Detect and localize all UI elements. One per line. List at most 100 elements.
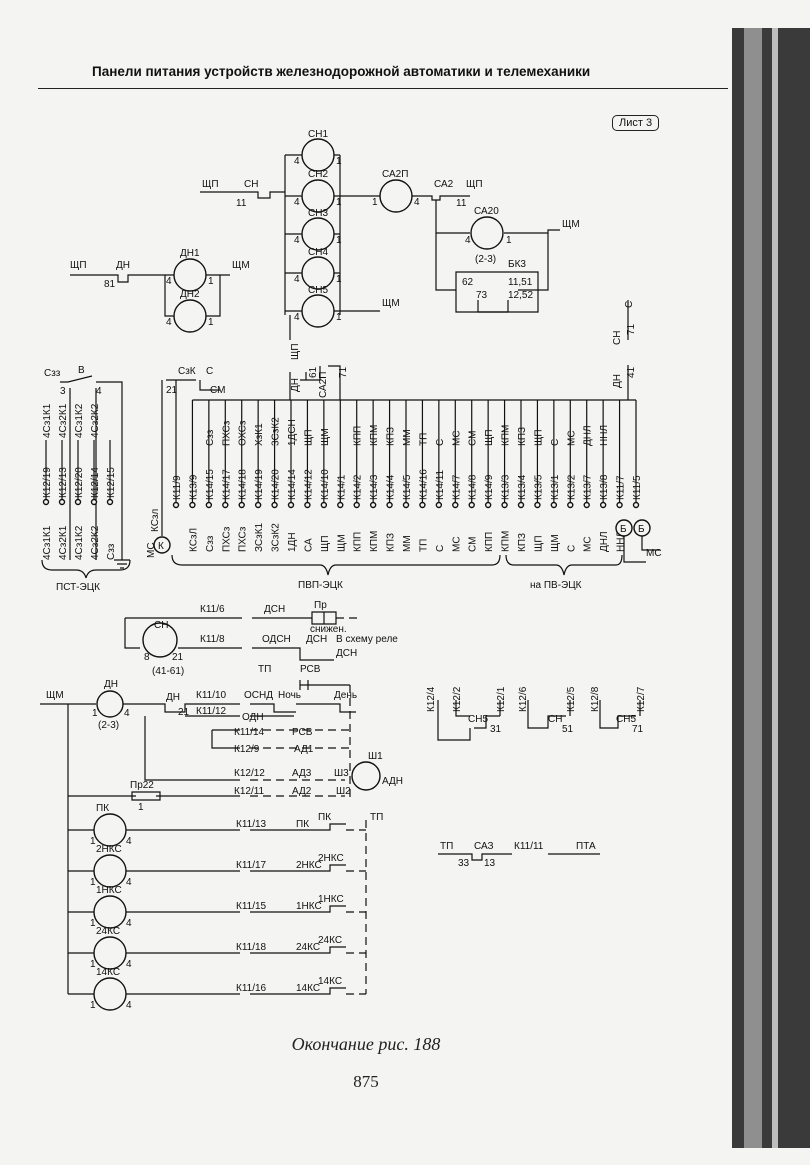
contact-label: ПК [296, 819, 309, 830]
terminal-label: МС [566, 430, 577, 446]
terminal-label: С [550, 439, 561, 446]
label: 3 [60, 386, 66, 397]
label: К11/11 [514, 841, 544, 852]
label: В [78, 365, 85, 376]
terminal-node [402, 501, 410, 509]
terminal-label: ТП [418, 433, 429, 446]
terminal-label: ЗСзК1 [254, 522, 265, 552]
terminal-node [287, 501, 295, 509]
label: К12/1 [496, 686, 507, 712]
relay-label: ПК [96, 803, 109, 814]
label: К12/4 [426, 686, 437, 712]
terminal-label: Сзз [205, 429, 216, 446]
terminal-brackets: ПСТ-ЭЦК ПВП-ЭЦК на ПВ-ЭЦК К КСзл МС Б Б … [41, 509, 662, 593]
pin: 4 [166, 276, 172, 287]
label: К12/11 [234, 786, 265, 797]
label: ОДН [242, 712, 264, 723]
terminal-label: КПЗ [517, 427, 528, 446]
terminal-node [468, 501, 475, 509]
terminal-label: С [566, 545, 577, 552]
header-rule [38, 88, 728, 89]
label: Б [620, 524, 627, 535]
terminal-number: К14/7 [451, 474, 462, 500]
pin: 8 [144, 652, 150, 663]
label: АД2 [292, 786, 312, 797]
terminal-number: К12/13 [58, 467, 69, 498]
terminal-number: К14/18 [238, 469, 249, 500]
terminal-label: С [435, 545, 446, 552]
label: 61 [308, 366, 319, 378]
terminal-label: ММ [402, 429, 413, 446]
contact-label: 14КС [296, 983, 320, 994]
label: МС [146, 542, 157, 558]
terminal-label: КПП [353, 426, 364, 446]
label: СзК [178, 366, 196, 377]
terminal-number: К14/1 [336, 474, 347, 500]
label: АД1 [294, 744, 314, 755]
terminal-label: ТП [418, 539, 429, 552]
terminal-label: ХзК1 [254, 423, 265, 446]
pin: 4 [294, 235, 300, 246]
label: 81 [104, 279, 116, 290]
label: Пр [314, 600, 327, 611]
label: 71 [632, 724, 644, 735]
terminal-node [550, 501, 558, 509]
pin: 1 [336, 197, 342, 208]
label: ДН [290, 378, 301, 392]
terminal-label: Сзз [205, 535, 216, 552]
terminal-label: 4Сз2К1 [58, 525, 69, 560]
terminal-node [599, 501, 607, 509]
terminal-label: КПЗ [386, 533, 397, 552]
label: снижен. [310, 624, 347, 635]
label: 31 [490, 724, 502, 735]
terminal-number: К11/16 [236, 983, 267, 994]
terminal-number: К13/9 [188, 474, 199, 500]
relay-3 [93, 936, 127, 970]
label-sa2p: СА2П [382, 169, 408, 180]
label: К12/6 [518, 686, 529, 712]
terminal-label: 3СзК2 [271, 523, 282, 552]
relay-sn2 [301, 179, 335, 213]
terminal-label: ЩМ [550, 534, 561, 552]
label: ЩМ [562, 219, 580, 230]
relay-2 [93, 895, 127, 929]
label: 12,52 [508, 290, 533, 301]
label: К11/12 [196, 706, 227, 717]
relay-label: 2НКС [96, 844, 122, 855]
terminal-label: ПХСз [221, 420, 232, 446]
lower-labels: К11/6 ДСН Пр снижен. СН 8 21 (41-61) К11… [46, 600, 403, 813]
terminal-node [189, 501, 196, 509]
terminal-strip: К12/194Сз1К1К12/134Сз2К1К12/204Сз1К2К12/… [42, 380, 643, 560]
label: ЩП [70, 260, 87, 271]
page-edge-shadow [732, 28, 810, 1148]
terminal-label: КПЗ [517, 533, 528, 552]
terminal-number: К11/7 [616, 475, 627, 500]
label: В схему реле [336, 634, 398, 645]
label-sn1: СН1 [308, 129, 328, 140]
label: 33 [458, 858, 470, 869]
contact-label: 2НКС [318, 853, 344, 864]
terminal-label: СМ [468, 537, 479, 552]
label: МС [646, 548, 662, 559]
pin: 1 [90, 877, 96, 888]
terminal-label: 1ДН [287, 532, 298, 552]
pin: 4 [126, 877, 132, 888]
terminal-label: ЩП [320, 535, 331, 552]
terminal-label: ЩП [484, 429, 495, 446]
terminal-label: КПП [353, 532, 364, 552]
label: РСВ [300, 664, 321, 675]
terminal-node [517, 501, 525, 509]
terminal-label: ДНЛ [583, 425, 594, 446]
pin: 1 [336, 156, 342, 167]
pin: 1 [336, 235, 342, 246]
terminal-label: КПП [484, 532, 495, 552]
terminal-number: К13/3 [501, 474, 512, 500]
relay-dn2 [173, 299, 207, 333]
contact-label: 24КС [318, 935, 342, 946]
terminal-number: К13/8 [599, 474, 610, 500]
pin: 1 [208, 276, 214, 287]
terminal-number: К12/19 [42, 467, 53, 498]
label: Ш3 [334, 768, 349, 779]
terminal-number: К14/8 [468, 474, 479, 500]
